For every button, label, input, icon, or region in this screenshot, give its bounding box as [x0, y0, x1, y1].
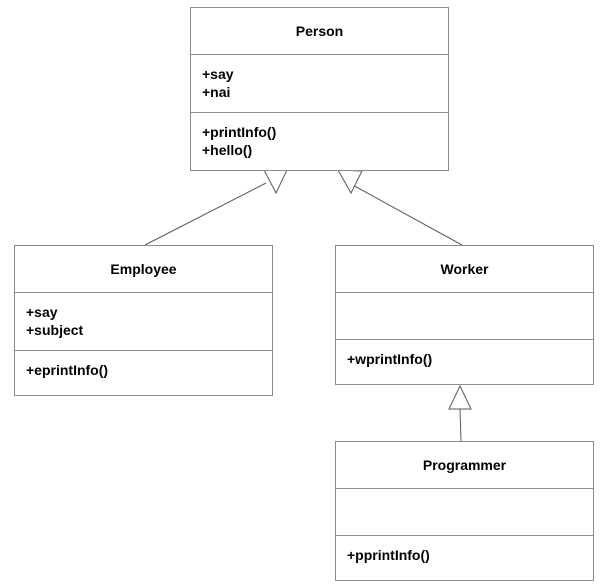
class-employee-operations: +eprintInfo() — [15, 350, 272, 395]
class-worker-operations: +wprintInfo() — [336, 339, 593, 384]
class-programmer[interactable]: Programmer +pprintInfo() — [335, 441, 594, 581]
generalization-arrowhead-worker — [448, 384, 472, 410]
operation-printinfo: +printInfo() — [202, 124, 277, 140]
operation-eprintinfo: +eprintInfo() — [26, 362, 109, 378]
generalization-line-employee-person — [144, 182, 267, 246]
attribute-say: +say — [26, 304, 58, 320]
attribute-nai: +nai — [202, 84, 231, 100]
operation-hello: +hello() — [202, 142, 253, 158]
class-person-attributes: +say +nai — [191, 54, 448, 112]
attribute-say: +say — [202, 66, 234, 82]
class-employee-name: Employee — [110, 261, 177, 277]
class-worker[interactable]: Worker +wprintInfo() — [335, 245, 594, 385]
generalization-line-programmer-worker — [459, 408, 462, 442]
generalization-line-worker-person — [348, 182, 463, 246]
attribute-subject: +subject — [26, 322, 84, 338]
operation-wprintinfo: +wprintInfo() — [347, 351, 433, 367]
class-person[interactable]: Person +say +nai +printInfo() +hello() — [190, 7, 449, 171]
class-person-name: Person — [295, 23, 344, 39]
generalization-arrowhead-person-right — [337, 169, 363, 195]
class-person-operations: +printInfo() +hello() — [191, 112, 448, 170]
class-programmer-name: Programmer — [422, 457, 507, 473]
class-programmer-attributes — [336, 488, 593, 535]
class-worker-attributes — [336, 292, 593, 339]
class-worker-name: Worker — [440, 261, 489, 277]
class-employee-attributes: +say +subject — [15, 292, 272, 350]
class-employee[interactable]: Employee +say +subject +eprintInfo() — [14, 245, 273, 396]
operation-pprintinfo: +pprintInfo() — [347, 547, 430, 563]
class-programmer-operations: +pprintInfo() — [336, 535, 593, 580]
